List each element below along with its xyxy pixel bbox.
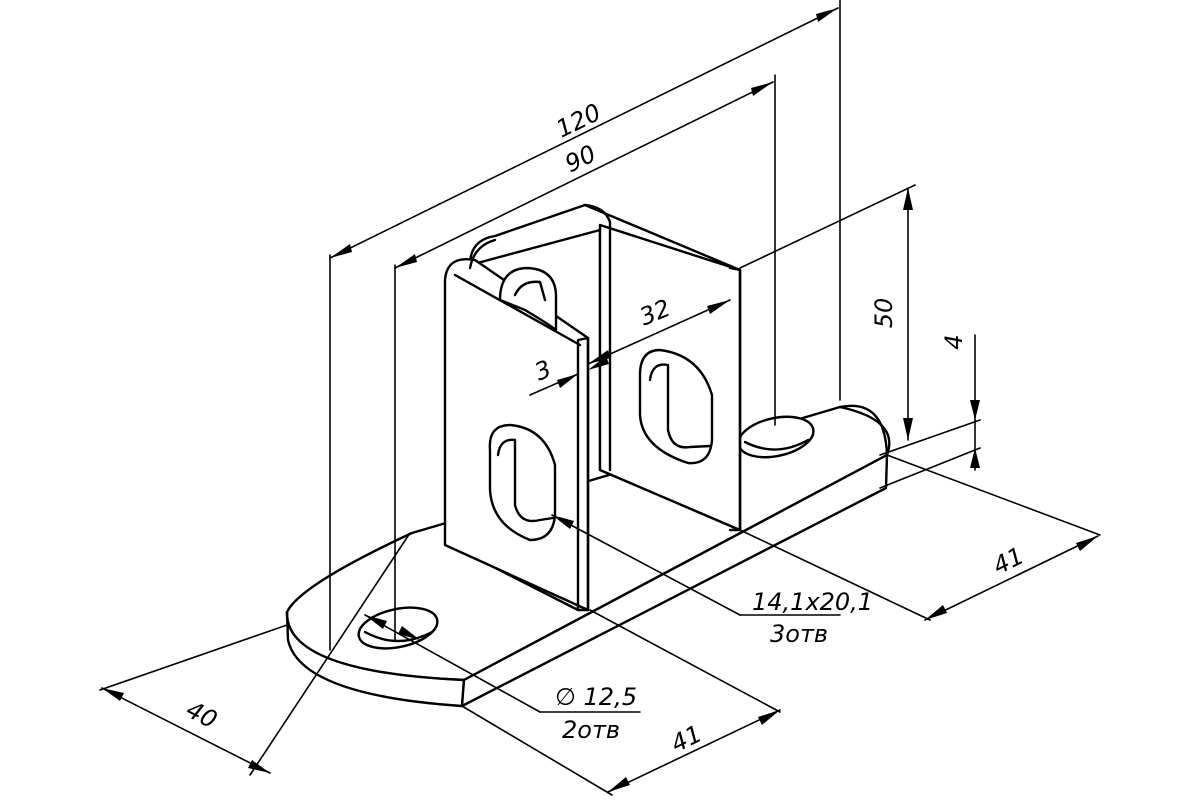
- u-channel: [443, 203, 742, 612]
- dim-line-90: [394, 81, 774, 269]
- mounting-hole-rear-depth: [743, 438, 810, 451]
- dim-text-4: 4: [940, 334, 968, 349]
- dimension-lines: [99, 0, 1101, 796]
- callout-slot-count: 3отв: [770, 620, 828, 648]
- callout-slot-size: 14,1x20,1: [752, 588, 873, 616]
- base-plate-right-curve: [838, 405, 891, 457]
- callout-hole-diameter: ∅ 12,5: [555, 683, 637, 711]
- dim-line-40: [101, 687, 271, 774]
- dim-text-50: 50: [870, 298, 898, 329]
- mounting-hole-front-depth: [363, 630, 434, 643]
- dim-text-41-front: 41: [667, 720, 707, 759]
- dim-text-41-right: 41: [989, 542, 1029, 581]
- callout-hole-count: 2отв: [562, 716, 620, 744]
- leader-slot: [551, 514, 741, 616]
- dim-line-41-right: [924, 535, 1099, 621]
- dim-text-90: 90: [561, 140, 601, 179]
- slot-left: [488, 423, 557, 542]
- slot-back: [498, 266, 558, 332]
- dim-line-120: [329, 7, 839, 259]
- dim-text-40: 40: [182, 695, 222, 734]
- slot-right: [638, 348, 714, 465]
- dim-line-41-front: [607, 709, 781, 793]
- leader-hole: [364, 614, 541, 713]
- dim-text-120: 120: [552, 98, 605, 143]
- dim-line-32: [587, 299, 731, 365]
